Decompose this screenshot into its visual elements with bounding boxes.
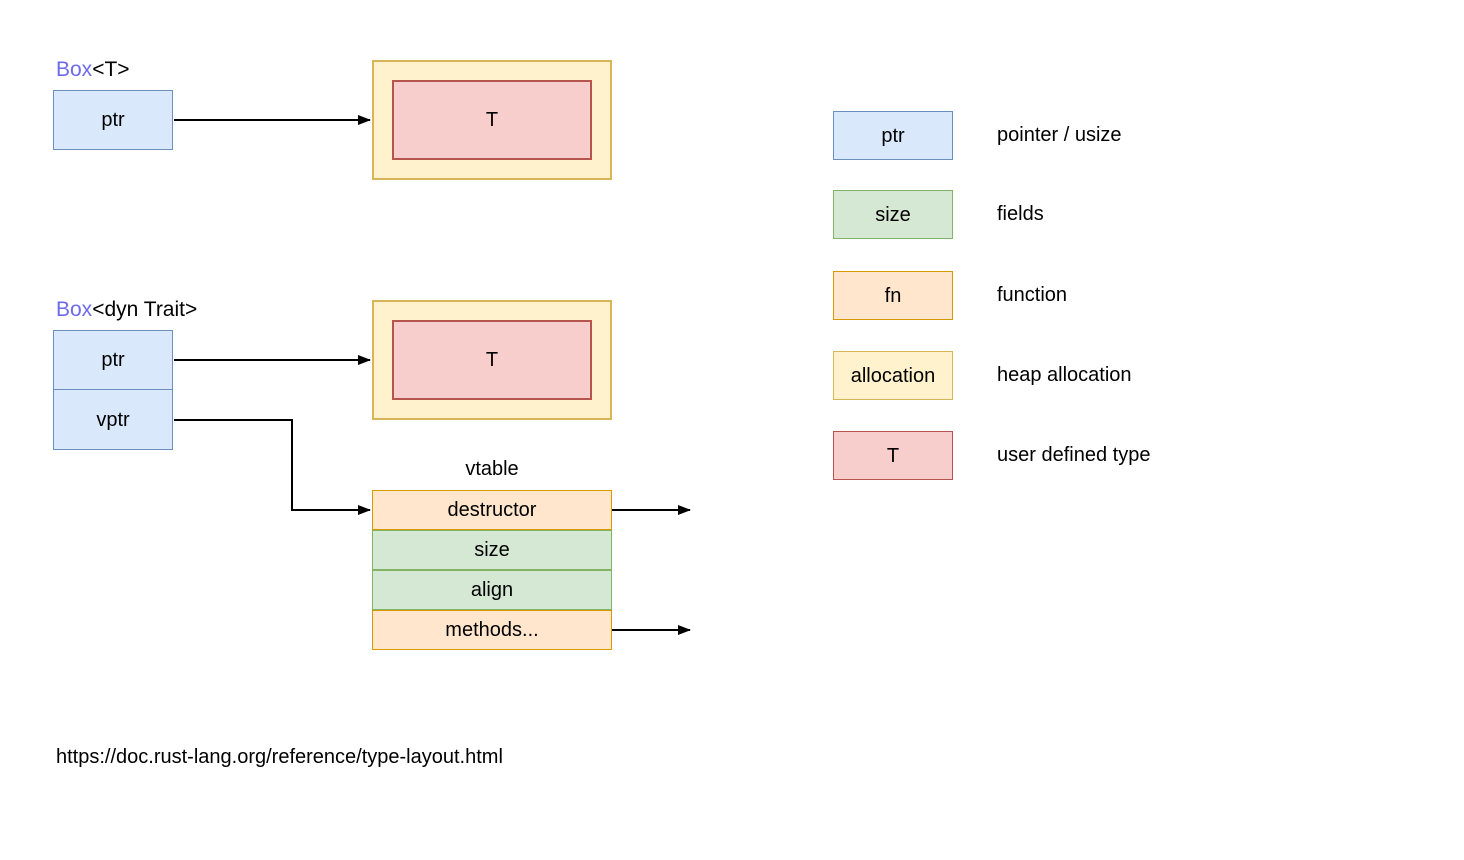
legend-swatch-t-label: T: [886, 444, 900, 467]
vtable-row-size-label: size: [474, 539, 510, 561]
arrow-vptr-to-vtable: [174, 419, 371, 515]
box-t-ptr-label: ptr: [101, 109, 125, 131]
user-type-dyn: T: [392, 320, 592, 400]
legend-swatch-allocation: allocation: [833, 351, 953, 400]
box-t-type-suffix: <T>: [92, 58, 130, 81]
vtable-row-methods: methods...: [372, 610, 612, 650]
legend-swatch-t: T: [833, 431, 953, 480]
vtable-row-destructor: destructor: [372, 490, 612, 530]
legend-swatch-ptr-label: ptr: [881, 124, 905, 147]
legend-desc-fields: fields: [997, 203, 1044, 225]
legend-desc-heap: heap allocation: [997, 364, 1132, 386]
box-t-keyword: Box: [56, 58, 93, 81]
box-dyn-ptr-cell: ptr: [53, 330, 173, 390]
vtable-title: vtable: [465, 458, 519, 480]
box-dyn-vptr-cell: vptr: [53, 389, 173, 450]
vtable-row-methods-label: methods...: [445, 619, 539, 641]
box-dyn-title: Box<dyn Trait>: [56, 298, 197, 322]
legend-swatch-fn-label: fn: [884, 284, 902, 307]
vtable-row-align-label: align: [470, 579, 514, 601]
vtable-row-size: size: [372, 530, 612, 570]
legend-desc-function: function: [997, 284, 1068, 306]
legend-desc-pointer: pointer / usize: [997, 124, 1122, 146]
legend-swatch-allocation-label: allocation: [850, 364, 936, 387]
user-type-t: T: [392, 80, 592, 160]
heap-dyn-label: T: [485, 349, 499, 371]
vtable-row-destructor-label: destructor: [447, 499, 537, 521]
legend-desc-user-type: user defined type: [997, 444, 1151, 466]
heap-t-label: T: [485, 109, 499, 131]
box-t-ptr-cell: ptr: [53, 90, 173, 150]
heap-allocation-dyn: T: [372, 300, 612, 420]
legend-swatch-fn: fn: [833, 271, 953, 320]
box-dyn-vptr-label: vptr: [96, 408, 130, 431]
box-dyn-ptr-label: ptr: [101, 349, 125, 371]
legend-swatch-size-label: size: [875, 203, 911, 226]
heap-allocation-t: T: [372, 60, 612, 180]
legend-swatch-size: size: [833, 190, 953, 239]
box-dyn-keyword: Box: [56, 298, 93, 321]
box-t-title: Box<T>: [56, 58, 130, 82]
vtable-row-align: align: [372, 570, 612, 610]
footer-url: https://doc.rust-lang.org/reference/type…: [56, 746, 503, 768]
legend-swatch-ptr: ptr: [833, 111, 953, 160]
box-dyn-type-suffix: <dyn Trait>: [92, 298, 198, 321]
